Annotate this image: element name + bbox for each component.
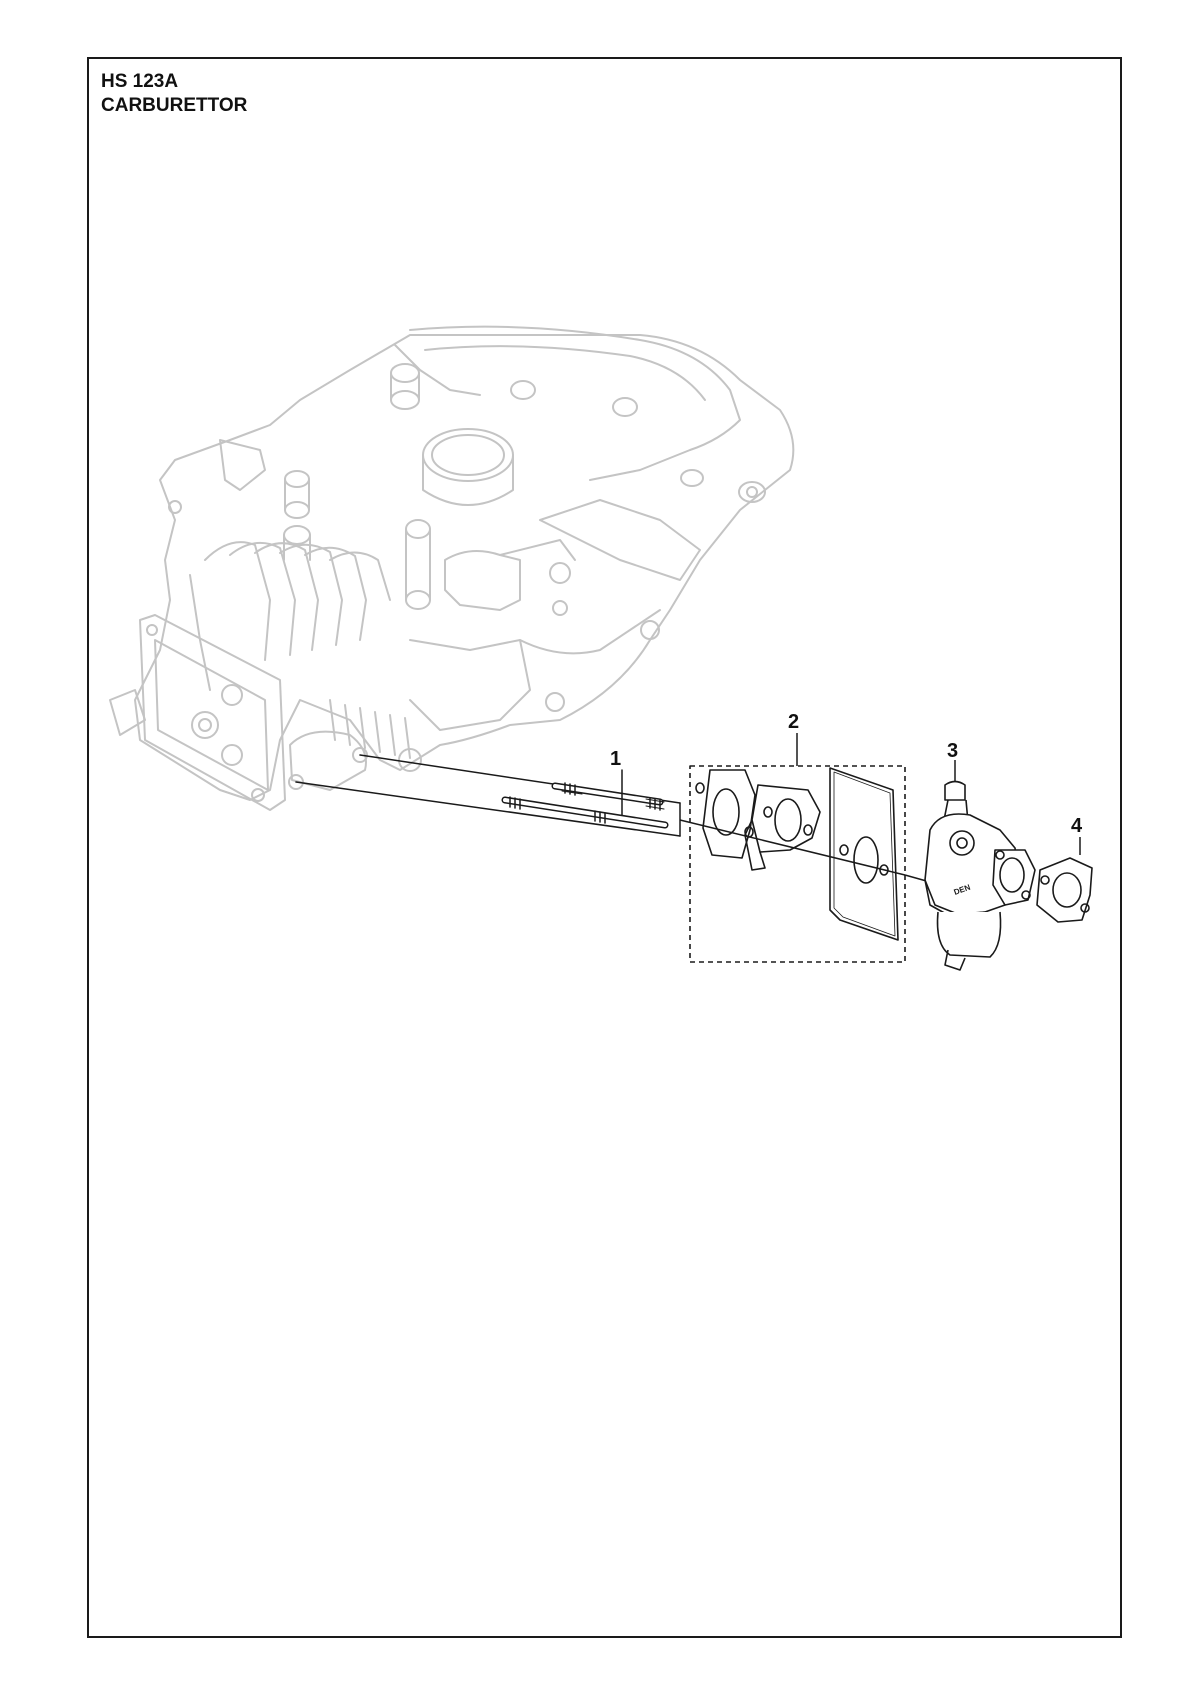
gasket-plate <box>829 767 899 941</box>
callout-3: 3 <box>947 740 958 762</box>
callout-2: 2 <box>788 711 799 733</box>
page-border <box>87 57 1122 1638</box>
insulator-block <box>751 784 821 853</box>
part-1-studs <box>295 754 681 837</box>
model-number: HS 123A <box>101 71 179 92</box>
part-4-gasket <box>1036 837 1093 923</box>
callout-labels: 1 2 3 4 <box>610 711 1083 837</box>
stud-upper <box>551 782 665 811</box>
callout-4: 4 <box>1071 815 1083 837</box>
part-3-carburettor: DEN <box>904 760 1036 971</box>
engine-crankcase <box>109 325 795 811</box>
stud-lower <box>501 796 669 829</box>
part-2-gasket-kit <box>679 733 906 963</box>
section-title: CARBURETTOR <box>101 95 248 116</box>
kit-dashed-box <box>689 765 906 963</box>
callout-1: 1 <box>610 748 621 770</box>
page-title: HS 123A CARBURETTOR <box>101 70 247 118</box>
